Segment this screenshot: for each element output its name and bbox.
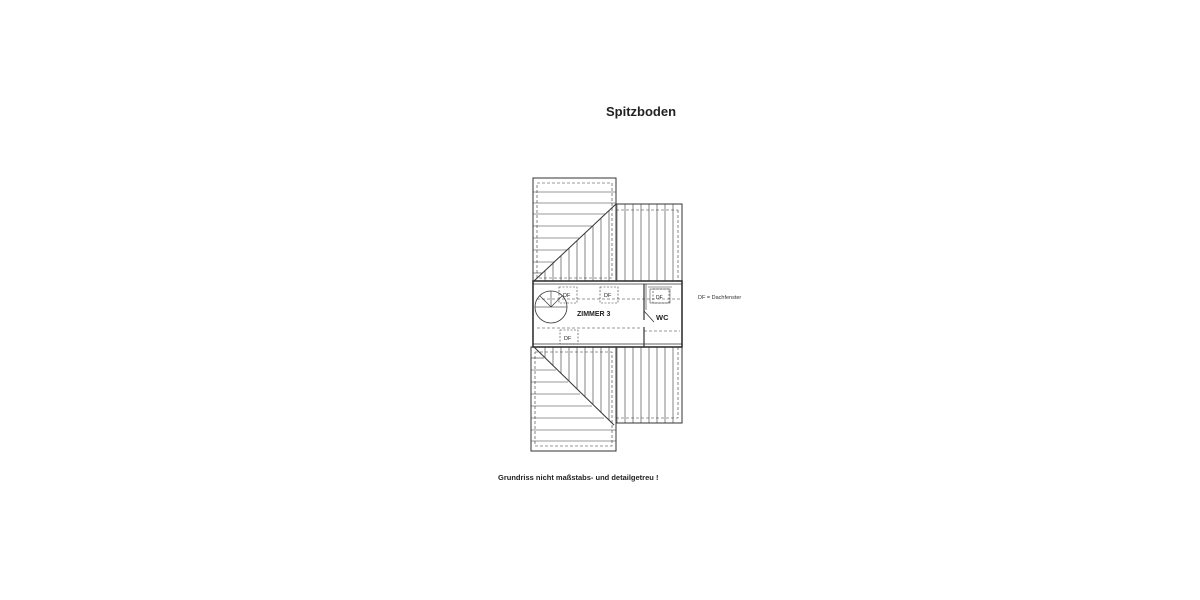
legend-text: DF = Dachfenster [698,295,742,301]
roof-window-4 [559,329,579,345]
roof-window-1 [558,286,578,304]
plan-title: Spitzboden [605,104,677,119]
window-label-3: DF [656,295,663,301]
window-label-1: DF [563,293,571,299]
window-label-4: DF [564,336,572,342]
roof-window-2 [599,286,619,304]
disclaimer-note: Grundriss nicht maßstabs- und detailgetr… [498,473,659,482]
roof-lower-left-outline [530,346,617,452]
window-label-2: DF [604,293,612,299]
roof-window-3 [652,288,670,304]
roof-upper-left-outline [532,177,617,282]
room-label-zimmer-3: ZIMMER 3 [577,311,611,318]
room-label-wc: WC [656,313,669,322]
